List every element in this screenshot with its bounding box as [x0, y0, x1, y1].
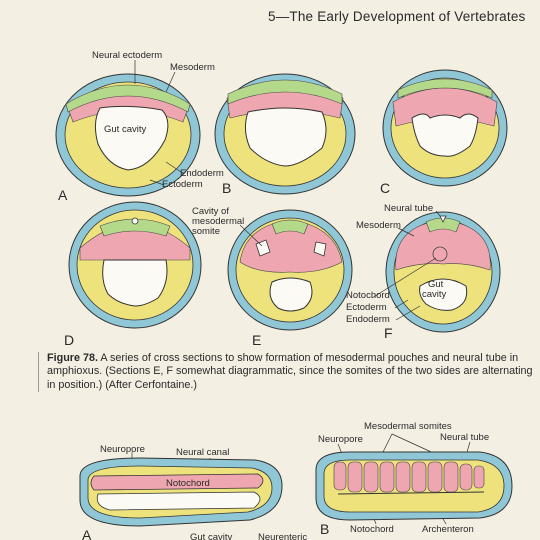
label-ectoderm-f: Ectoderm [346, 302, 387, 313]
panel-letter-c: C [380, 180, 390, 196]
panel-letter-b2: B [320, 521, 329, 537]
label-gut-cavity-a2: Gut cavity [190, 532, 232, 540]
figure-caption-text: A series of cross sections to show forma… [47, 352, 533, 391]
label-neuropore-b2: Neuropore [318, 434, 363, 445]
label-cavity-line1: Cavity of [192, 206, 229, 217]
label-neurenteric: Neurenteric [258, 532, 307, 540]
panel-letter-b: B [222, 180, 231, 196]
label-gut-cavity-a: Gut cavity [104, 124, 146, 135]
longitudinal-section-b [315, 451, 513, 521]
label-neural-canal: Neural canal [176, 447, 229, 458]
label-neural-tube-f: Neural tube [384, 203, 433, 214]
figure-caption: Figure 78. A series of cross sections to… [38, 352, 539, 393]
section-c [382, 69, 508, 187]
panel-letter-a2: A [82, 527, 92, 540]
label-notochord-b2: Notochord [350, 524, 394, 535]
section-e [227, 209, 353, 331]
section-d [68, 201, 202, 329]
panel-letter-f: F [384, 325, 393, 341]
panel-letter-e: E [252, 332, 261, 348]
label-gut-line2: cavity [422, 289, 447, 300]
label-archenteron: Archenteron [422, 524, 474, 535]
figure-number: Figure 78. [47, 352, 99, 364]
label-endoderm-a: Endoderm [180, 168, 224, 179]
label-neural-tube-b2: Neural tube [440, 432, 489, 443]
longitudinal-section-a [79, 457, 283, 527]
label-ectoderm-a: Ectoderm [162, 179, 203, 190]
label-neural-ectoderm: Neural ectoderm [92, 50, 162, 61]
label-cavity-line3: somite [192, 226, 220, 237]
label-cavity-line2: mesodermal [192, 216, 244, 227]
label-mesodermal-somites: Mesodermal somites [364, 421, 452, 432]
label-gut-line1: Gut [428, 279, 444, 290]
label-mesoderm-a: Mesoderm [170, 62, 215, 73]
label-notochord-f: Notochord [346, 290, 390, 301]
section-a [55, 73, 201, 197]
running-header: 5—The Early Development of Vertebrates [268, 9, 526, 24]
section-b [214, 73, 356, 195]
section-f [385, 211, 501, 333]
panel-letter-d: D [64, 332, 74, 348]
label-notochord-a2: Notochord [166, 478, 210, 489]
label-neuropore-a2: Neuropore [100, 444, 145, 455]
label-mesoderm-f: Mesoderm [356, 220, 401, 231]
label-endoderm-f: Endoderm [346, 314, 390, 325]
panel-letter-a: A [58, 187, 68, 203]
